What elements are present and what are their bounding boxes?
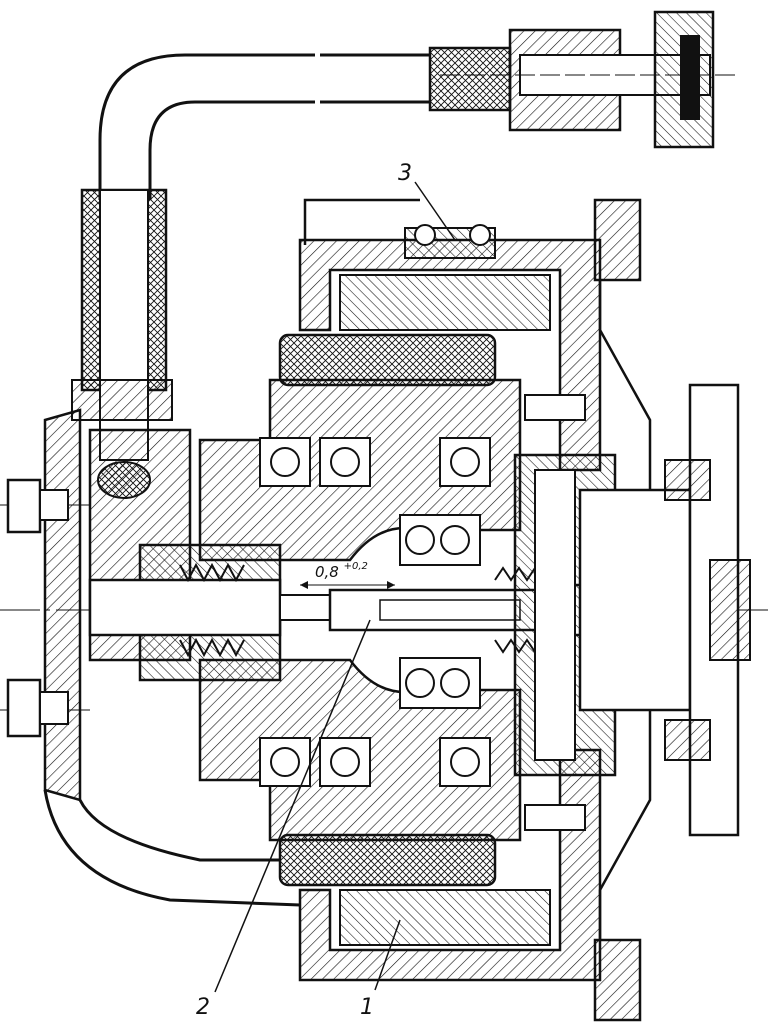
callout-3: 3 <box>398 161 412 186</box>
mounting-bolts <box>6 478 69 738</box>
field-coil-upper <box>278 333 497 387</box>
clearance-dimension: 0,8 +0,2 <box>315 561 368 581</box>
drive-hub <box>513 383 751 837</box>
flexible-hose <box>98 10 740 200</box>
leader-lines <box>214 181 456 993</box>
clearance-value: 0,8 <box>315 563 339 581</box>
ball-bearings <box>259 437 491 787</box>
field-coil-lower <box>278 833 497 887</box>
clearance-tolerance: +0,2 <box>344 561 368 572</box>
callout-2: 2 <box>196 995 210 1020</box>
valve-assembly <box>88 428 331 682</box>
callout-1: 1 <box>360 995 374 1020</box>
housing-upper <box>298 198 602 472</box>
